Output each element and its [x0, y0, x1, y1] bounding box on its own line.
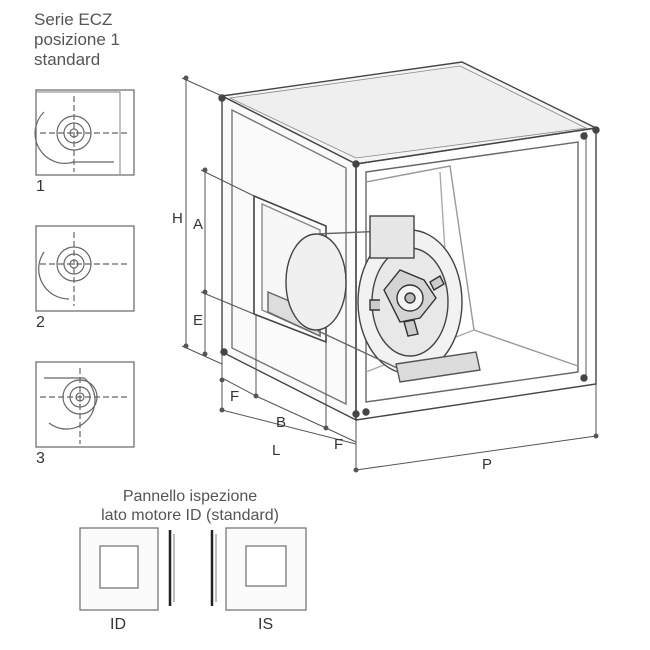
series-caption-line: standard — [34, 50, 101, 69]
dimension-h: H — [172, 210, 183, 227]
position-number-2: 2 — [36, 314, 45, 331]
series-caption-line: Serie ECZ — [34, 10, 113, 29]
panel-id — [79, 527, 175, 611]
position-icon-2 — [35, 225, 135, 312]
panel-is — [210, 527, 307, 611]
series-caption-line: posizione 1 — [34, 30, 121, 49]
dimension-l: L — [272, 442, 281, 459]
position-icon-1 — [34, 89, 135, 176]
series-caption: Serie ECZ posizione 1 standard — [34, 10, 120, 70]
dimension-f-left: F — [230, 388, 240, 405]
panel-title-line2: lato motore ID (standard) — [101, 507, 279, 524]
dimension-p: P — [482, 456, 493, 473]
panel-label-is: IS — [258, 616, 274, 633]
position-icon-3 — [35, 361, 135, 448]
dimension-e: E — [193, 312, 204, 329]
dimension-a: A — [193, 216, 204, 233]
panel-title-line1: Pannello ispezione — [122, 488, 258, 505]
dimension-b: B — [276, 414, 287, 431]
dimension-lines — [181, 75, 599, 473]
position-number-1: 1 — [36, 178, 45, 195]
panel-label-id: ID — [110, 616, 126, 633]
fan-impeller — [285, 215, 481, 383]
dimension-f-right: F — [334, 436, 344, 453]
position-number-3: 3 — [36, 450, 45, 467]
